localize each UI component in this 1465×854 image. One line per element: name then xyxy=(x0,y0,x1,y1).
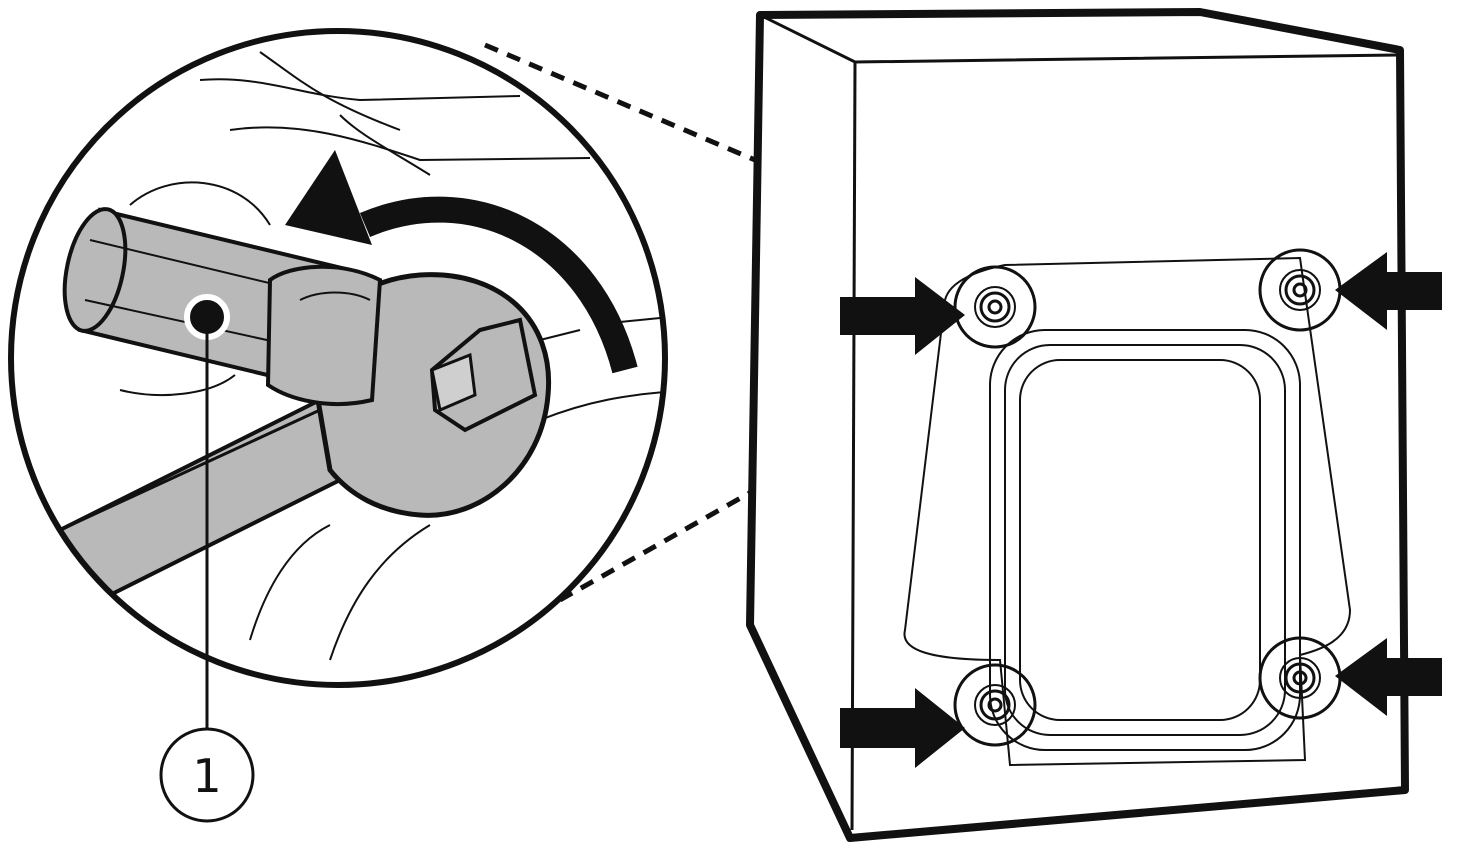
bolt-bottom-left xyxy=(953,663,1037,747)
arrow-icon-top-left xyxy=(840,277,965,355)
machine-sketch-lines xyxy=(119,51,665,661)
pointer-arrows xyxy=(840,252,1442,768)
magnifier-border xyxy=(8,28,668,688)
callout-1: 1 xyxy=(159,330,255,823)
arrow-icon-bottom-left xyxy=(840,688,965,768)
magnified-view xyxy=(8,28,668,688)
washing-machine-back xyxy=(746,8,1409,842)
arrow-icon-top-right xyxy=(1335,252,1442,330)
callout-1-label: 1 xyxy=(192,749,221,803)
bolt-top-left xyxy=(953,265,1037,349)
arrow-icon-bottom-right xyxy=(1335,638,1442,716)
counterclockwise-rotation-arrow-icon xyxy=(285,150,638,374)
